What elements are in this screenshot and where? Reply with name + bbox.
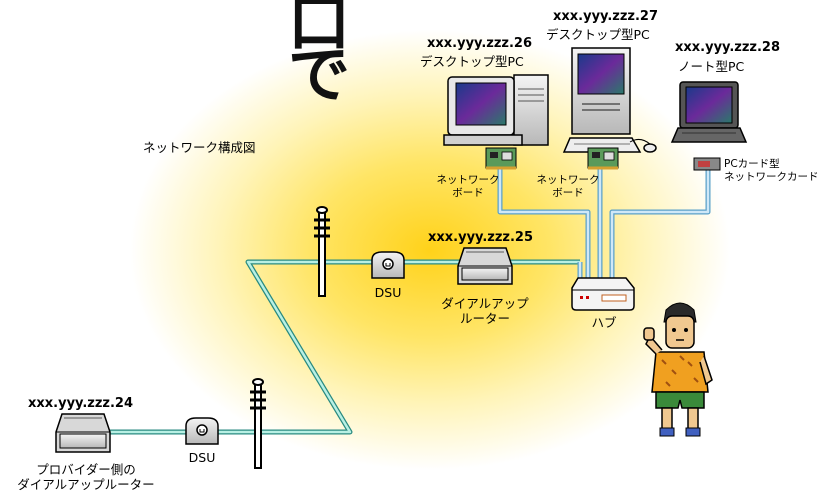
- router-label-line2: ルーター: [459, 311, 510, 326]
- dsu-top-label: DSU: [374, 285, 402, 300]
- diagram-caption: ネットワーク構成図: [143, 140, 256, 155]
- lan-cables: [497, 162, 711, 280]
- nic1-label-line1: ネットワーク: [436, 174, 500, 186]
- dsu-icon: [371, 251, 405, 279]
- wan-cable: [105, 259, 580, 435]
- network-board-icon: [587, 147, 619, 170]
- desktop-pc-icon: [443, 74, 549, 146]
- pc1-type-label: デスクトップ型PC: [420, 54, 524, 69]
- pc3-type-label: ノート型PC: [678, 59, 745, 74]
- router-label-line1: ダイアルアップ: [441, 296, 529, 311]
- router-icon: [457, 247, 513, 285]
- provider-router-ip-label: xxx.yyy.zzz.24: [28, 396, 133, 411]
- hub-icon: [571, 277, 635, 311]
- antenna-icon: [250, 378, 266, 469]
- person-character-icon: [643, 302, 713, 437]
- pccard-label: PCカード型 ネットワークカード: [724, 158, 819, 184]
- dsu-bottom-label: DSU: [188, 450, 216, 465]
- pc3-ip-label: xxx.yyy.zzz.28: [675, 40, 780, 55]
- desktop-pc-icon: [562, 47, 657, 153]
- nic2-label-line2: ボード: [552, 187, 584, 199]
- router-ip-label: xxx.yyy.zzz.25: [428, 230, 533, 245]
- laptop-icon: [670, 81, 748, 143]
- nic2-label: ネットワーク ボード: [528, 174, 608, 200]
- title-char-2: で: [288, 38, 351, 111]
- provider-router-label-line1: プロバイダー側の: [36, 462, 136, 477]
- pc2-type-label: デスクトップ型PC: [546, 27, 650, 42]
- nic1-label: ネットワーク ボード: [428, 174, 508, 200]
- hub-label: ハブ: [591, 315, 617, 330]
- network-board-icon: [485, 147, 517, 170]
- title-char-1: 口: [288, 0, 351, 59]
- antenna-icon: [314, 206, 330, 297]
- nic2-label-line1: ネットワーク: [536, 174, 600, 186]
- nic1-label-line2: ボード: [452, 187, 484, 199]
- pc2-ip-label: xxx.yyy.zzz.27: [553, 9, 658, 24]
- router-label: ダイアルアップ ルーター: [420, 296, 550, 326]
- dsu-icon: [185, 417, 219, 445]
- pc-card-icon: [693, 157, 721, 171]
- pc1-ip-label: xxx.yyy.zzz.26: [427, 36, 532, 51]
- pccard-label-line2: ネットワークカード: [724, 171, 819, 183]
- provider-router-icon: [55, 413, 111, 453]
- provider-router-label-line2: ダイアルアップルーター: [17, 477, 155, 492]
- provider-router-label: プロバイダー側の ダイアルアップルーター: [0, 462, 172, 492]
- pccard-label-line1: PCカード型: [724, 158, 780, 170]
